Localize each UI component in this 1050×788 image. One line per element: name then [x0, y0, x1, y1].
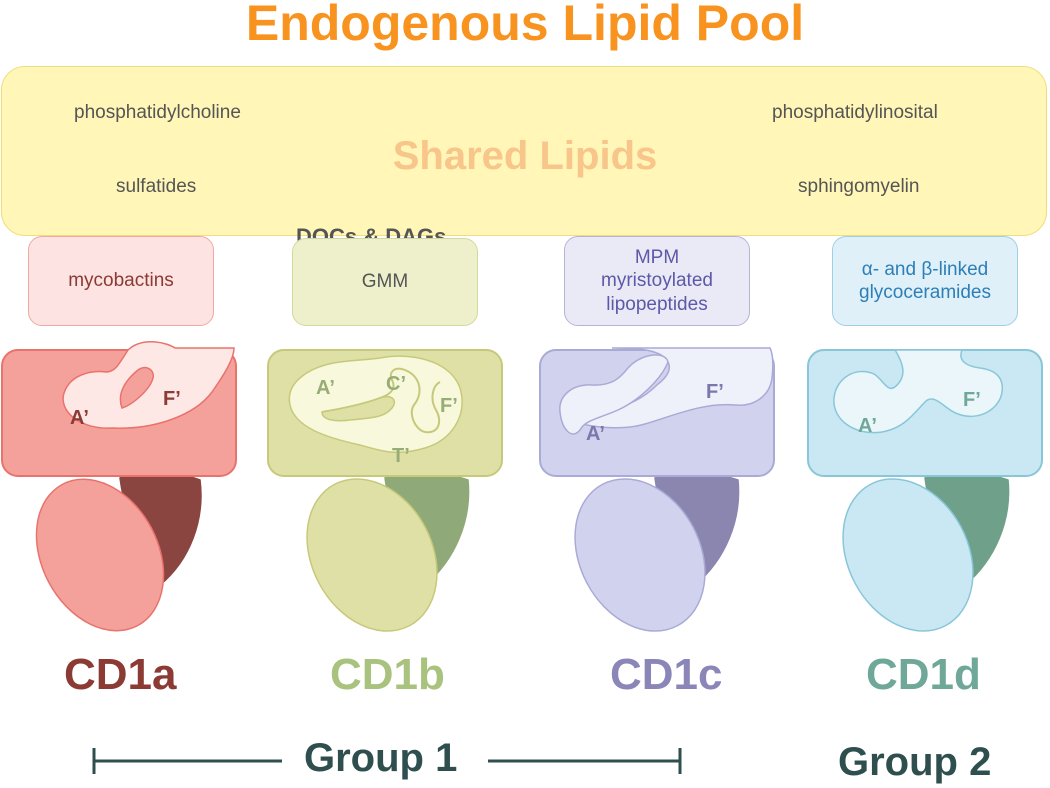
lipid-phosphatidylcholine: phosphatidylcholine	[74, 102, 241, 123]
shared-lipids-title: Shared Lipids	[392, 134, 658, 178]
cd1d-lipid-line: α- and β-linked	[861, 258, 989, 280]
cd1d-lipid-line: glycoceramides	[859, 282, 991, 303]
cd1c-lipid-line: lipopeptides	[606, 293, 708, 315]
cd1b-pocket-a: A’	[316, 377, 335, 399]
group1-bracket	[92, 748, 682, 774]
cd1a-lipid-box: mycobactins	[28, 236, 214, 326]
cd1a-molecule: A’ F’	[1, 341, 237, 632]
cd1d-pocket-a: A’	[858, 415, 877, 437]
cd1c-label: CD1c	[610, 650, 723, 699]
cd1d-lipid-pocket	[833, 349, 1004, 434]
cd1a-alpha3-domain	[35, 478, 165, 632]
cd1c-alpha3-domain	[574, 478, 706, 632]
group1-label: Group 1	[304, 736, 458, 780]
cd1c-lipid-line: MPM	[634, 247, 680, 269]
cd1b-pocket-c: C’	[386, 373, 406, 395]
cd1d-lipid-box: α- and β-linked glycoceramides	[832, 236, 1018, 326]
lipid-sphingomyelin: sphingomyelin	[798, 176, 920, 197]
cd1b-molecule: A’ C’ F’ T’	[267, 349, 503, 632]
cd1b-lipid-text: GMM	[361, 271, 409, 293]
cd1b-pocket-t: T’	[392, 445, 410, 467]
cd1c-lipid-line: myristoylated	[601, 270, 713, 292]
cd1a-pocket-a: A’	[70, 407, 89, 429]
cd1a-lipid-text: mycobactins	[68, 270, 174, 292]
cd1b-pocket-wall	[321, 396, 396, 422]
cd1c-pocket-f: F’	[706, 381, 724, 403]
lipid-sulfatides: sulfatides	[116, 176, 197, 197]
cd1b-lipid-box: GMM	[292, 238, 478, 326]
cd1d-alpha3-domain	[842, 478, 974, 632]
cd1a-label: CD1a	[64, 650, 177, 699]
shared-lipids-box	[1, 66, 1047, 236]
cd1d-molecule: A’ F’	[807, 349, 1043, 632]
diagram-title: Endogenous Lipid Pool	[245, 0, 805, 51]
cd1a-lipid-pocket	[62, 341, 235, 429]
cd1c-lipid-box: MPM myristoylated lipopeptides	[564, 236, 750, 326]
cd1d-pocket-f: F’	[963, 389, 981, 411]
cd1c-pocket-a: A’	[586, 423, 605, 445]
group2-label: Group 2	[838, 740, 992, 784]
cd1a-pocket-f: F’	[163, 388, 181, 410]
cd1c-molecule: A’ F’	[539, 347, 775, 632]
cd1d-label: CD1d	[866, 650, 981, 699]
lipid-phosphatidylinosital: phosphatidylinosital	[772, 102, 938, 123]
cd1b-label: CD1b	[330, 650, 445, 699]
cd1b-alpha3-domain	[306, 478, 438, 632]
cd1b-pocket-f: F’	[440, 395, 458, 417]
cd1c-lipid-pocket-lower	[559, 354, 669, 435]
